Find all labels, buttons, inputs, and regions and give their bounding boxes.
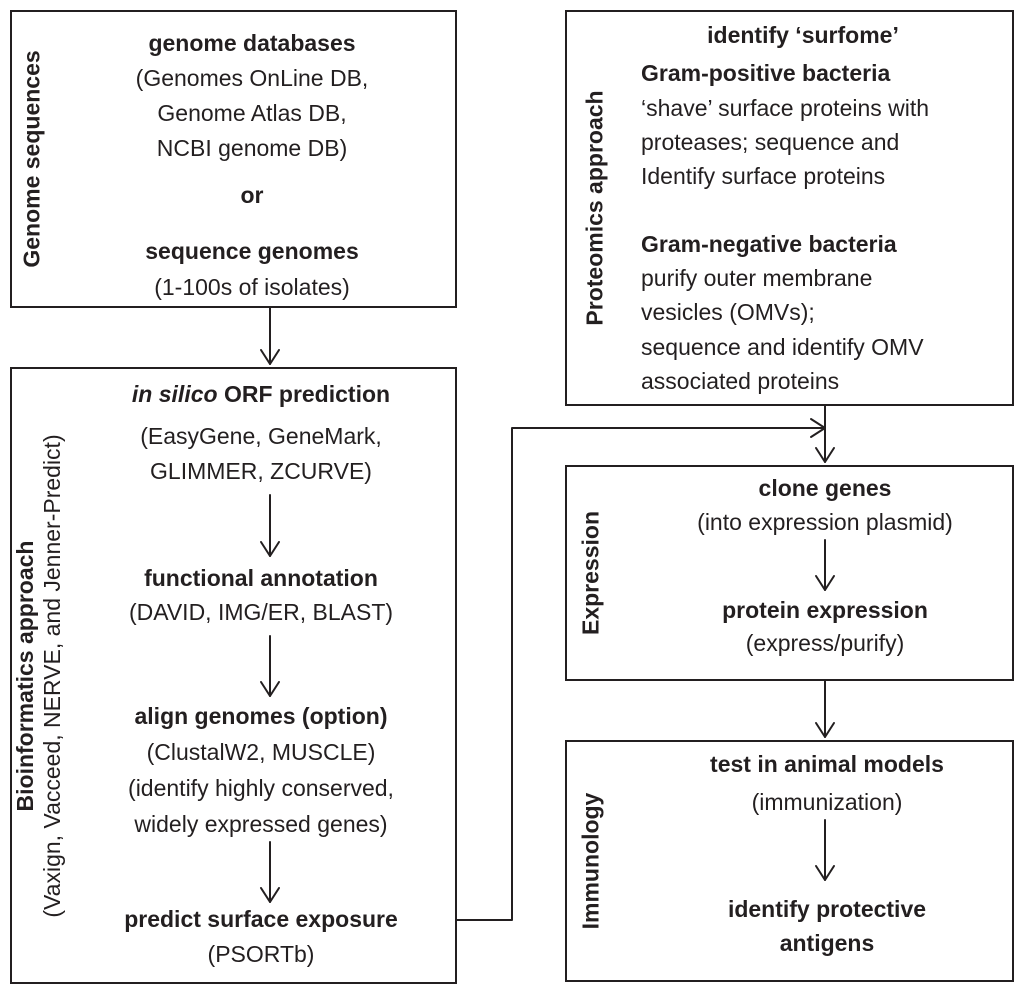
gram-negative-line-2: vesicles (OMVs); (641, 299, 815, 325)
proteomics-box: Proteomics approach identify ‘surfome’ G… (565, 10, 1014, 406)
gram-negative-line-4: associated proteins (641, 368, 840, 394)
identify-protective-line-2: antigens (779, 930, 875, 956)
orf-tools-line-2: GLIMMER, ZCURVE) (150, 458, 372, 484)
immunization-note: (immunization) (751, 789, 903, 815)
genome-databases-title: genome databases (148, 30, 356, 56)
functional-annotation-title: functional annotation (144, 565, 378, 591)
genome-db-line-1: (Genomes OnLine DB, (135, 65, 369, 91)
immunology-box: Immunology test in animal models (immuni… (565, 740, 1014, 982)
arrow-functional-to-align (260, 635, 280, 697)
genome-db-line-2: Genome Atlas DB, (157, 100, 347, 126)
genome-sequences-box: Genome sequences genome databases (Genom… (10, 10, 457, 308)
arrow-genome-to-bioinformatics (260, 307, 280, 365)
arrow-proteomics-to-expression (815, 405, 835, 463)
align-genomes-title: align genomes (option) (134, 703, 388, 729)
sequence-genomes-title: sequence genomes (145, 238, 359, 264)
gram-negative-line-3: sequence and identify OMV (641, 334, 924, 360)
identify-protective-line-1: identify protective (727, 896, 927, 922)
gram-positive-line-1: ‘shave’ surface proteins with (641, 95, 930, 121)
protein-expression-title: protein expression (722, 597, 928, 623)
gram-positive-line-2: proteases; sequence and (641, 129, 900, 155)
arrow-bioinformatics-to-clone (456, 418, 826, 921)
clone-genes-note: (into expression plasmid) (697, 509, 953, 535)
protein-expression-note: (express/purify) (745, 630, 905, 656)
functional-annotation-tools: (DAVID, IMG/ER, BLAST) (128, 599, 394, 625)
gram-positive-title: Gram-positive bacteria (641, 60, 891, 86)
orf-tools-line-1: (EasyGene, GeneMark, (140, 423, 382, 449)
arrow-clone-to-protein (815, 539, 835, 591)
align-line-3: widely expressed genes) (134, 811, 388, 837)
expression-box: Expression clone genes (into expression … (565, 465, 1014, 681)
clone-genes-title: clone genes (758, 475, 892, 501)
gram-positive-line-3: Identify surface proteins (641, 163, 886, 189)
identify-surfome-title: identify ‘surfome’ (707, 22, 899, 48)
genome-db-line-3: NCBI genome DB) (156, 135, 348, 161)
gram-negative-line-1: purify outer membrane (641, 265, 873, 291)
test-animal-models-title: test in animal models (710, 751, 944, 777)
sequence-genomes-note: (1-100s of isolates) (154, 274, 350, 300)
arrow-test-to-identify (815, 819, 835, 881)
predict-surface-tools: (PSORTb) (207, 941, 315, 967)
align-line-1: (ClustalW2, MUSCLE) (146, 739, 376, 765)
or-label: or (240, 182, 264, 208)
arrow-orf-to-functional (260, 494, 280, 557)
orf-prediction-title: in silico ORF prediction (131, 381, 391, 407)
arrow-expression-to-immunology (815, 680, 835, 738)
arrow-align-to-surface (260, 841, 280, 903)
bioinformatics-box: Bioinformatics approach(Vaxign, Vacceed,… (10, 367, 457, 984)
gram-negative-title: Gram-negative bacteria (641, 231, 897, 257)
align-line-2: (identify highly conserved, (128, 775, 394, 801)
predict-surface-title: predict surface exposure (124, 906, 398, 932)
